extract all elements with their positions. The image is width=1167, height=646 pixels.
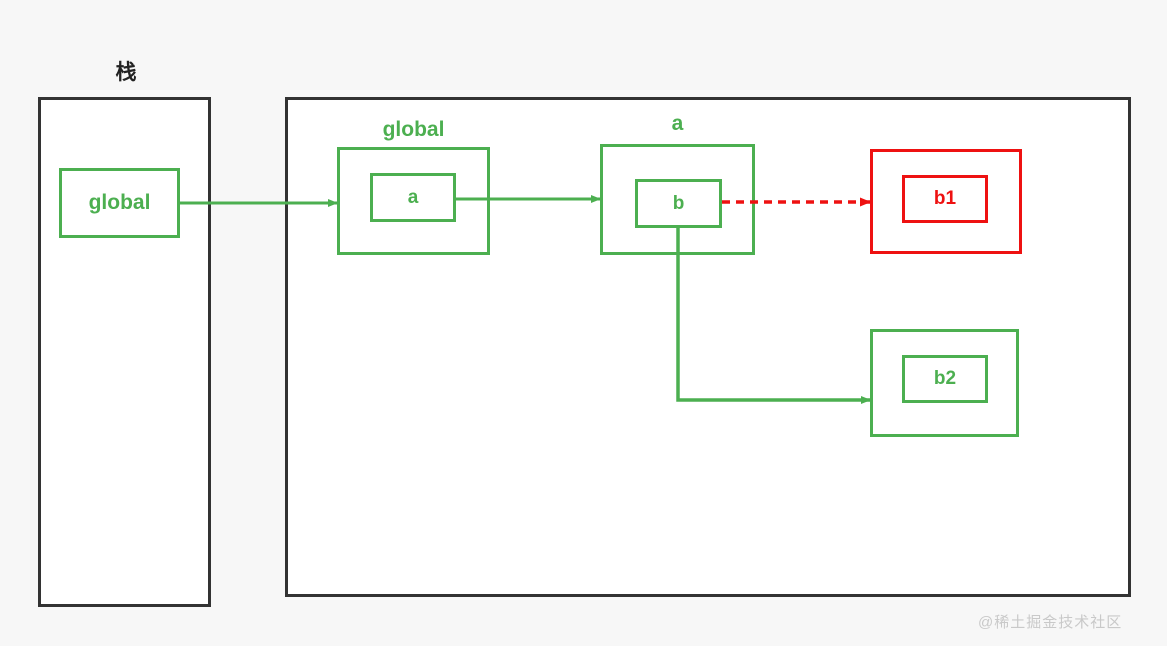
stack-variable-global[interactable]: global xyxy=(59,168,180,238)
heap-scope-a-var-b-label: b xyxy=(672,192,685,214)
heap-scope-a-caption: a xyxy=(671,112,684,135)
stack-region xyxy=(38,97,211,607)
heap-scope-global-var-a-label: a xyxy=(407,186,419,208)
heap-scope-a-var-b[interactable]: b xyxy=(635,179,722,228)
stack-variable-global-label: global xyxy=(88,191,151,214)
watermark: @稀土掘金技术社区 xyxy=(978,614,1123,631)
stack-title: 栈 xyxy=(115,61,137,84)
heap-object-b1-box xyxy=(870,149,1022,254)
heap-scope-global-var-a[interactable]: a xyxy=(370,173,456,222)
heap-scope-global-caption: global xyxy=(382,118,445,141)
heap-object-b1-inner[interactable]: b1 xyxy=(902,175,988,223)
heap-object-b1-label: b1 xyxy=(933,188,957,209)
heap-object-b2-label: b2 xyxy=(933,368,957,389)
heap-scope-global-box xyxy=(337,147,490,255)
heap-object-b2-box xyxy=(870,329,1019,437)
heap-object-b2-inner[interactable]: b2 xyxy=(902,355,988,403)
